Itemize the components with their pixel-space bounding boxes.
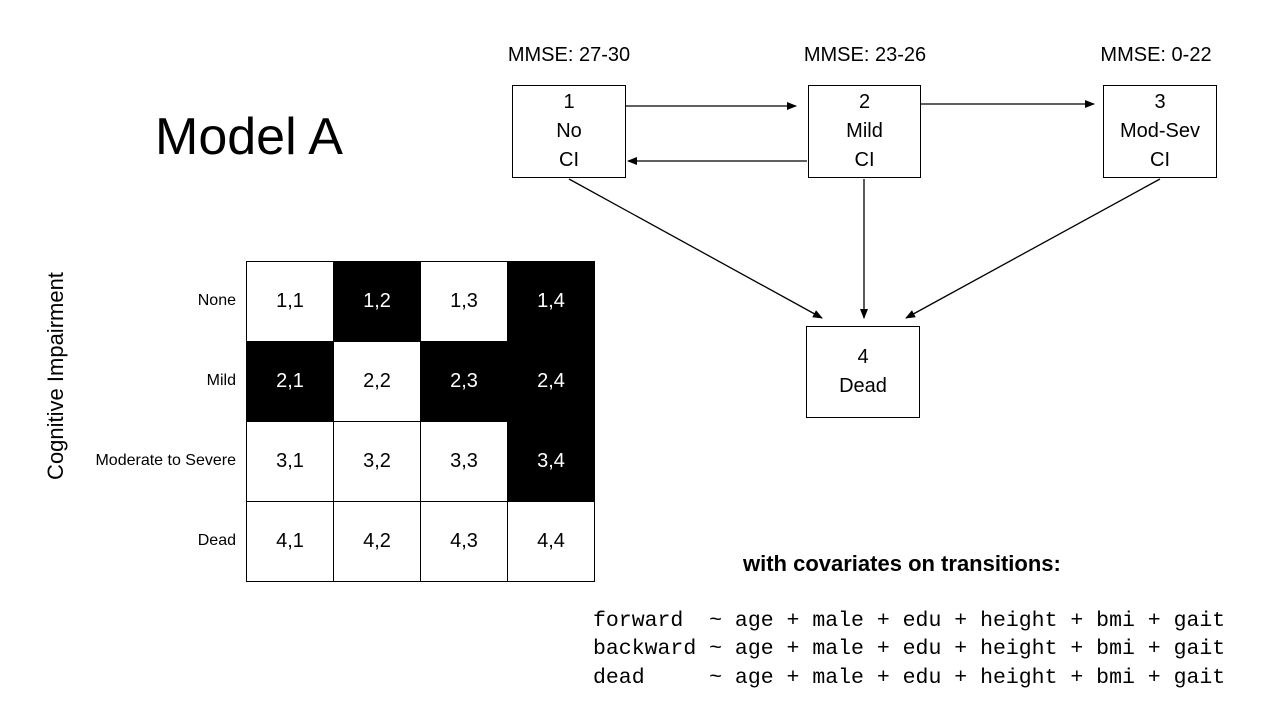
matrix-cell-1-2: 1,2	[333, 261, 421, 342]
formula-forward: forward ~ age + male + edu + height + bm…	[593, 609, 1226, 633]
matrix-cell-1-1: 1,1	[246, 261, 334, 342]
state-name: Dead	[839, 375, 887, 397]
state-name: Mild	[846, 120, 883, 142]
matrix-cell-4-1: 4,1	[246, 501, 334, 582]
matrix-cell-3-4: 3,4	[507, 421, 595, 502]
mmse-label-state-1: MMSE: 27-30	[507, 44, 631, 66]
state-number: 4	[857, 346, 869, 368]
row-label: Mild	[206, 372, 236, 389]
matrix-cell-2-1: 2,1	[246, 341, 334, 422]
matrix-cell-2-2: 2,2	[333, 341, 421, 422]
matrix-cell-1-3: 1,3	[420, 261, 508, 342]
arrow-3-to-4	[905, 178, 1161, 319]
matrix-cell-4-2: 4,2	[333, 501, 421, 582]
state-name: No	[556, 120, 582, 142]
model-title: Model A	[155, 108, 343, 166]
state-name: CI	[1150, 149, 1170, 171]
formula-backward: backward ~ age + male + edu + height + b…	[593, 637, 1226, 661]
matrix-cell-4-3: 4,3	[420, 501, 508, 582]
state-name: CI	[854, 149, 875, 171]
matrix-cell-1-4: 1,4	[507, 261, 595, 342]
matrix-cell-3-1: 3,1	[246, 421, 334, 502]
matrix-cell-2-4: 2,4	[507, 341, 595, 422]
state-box-mild-ci: 2 Mild CI	[808, 85, 921, 178]
state-name: CI	[559, 149, 579, 171]
matrix-cell-2-3: 2,3	[420, 341, 508, 422]
matrix-cell-3-2: 3,2	[333, 421, 421, 502]
state-box-mod-sev-ci: 3 Mod-Sev CI	[1103, 85, 1217, 178]
formula-dead: dead ~ age + male + edu + height + bmi +…	[593, 666, 1226, 690]
mmse-label-state-3: MMSE: 0-22	[1100, 44, 1212, 66]
arrow-1-to-4	[568, 178, 823, 319]
state-number: 3	[1154, 91, 1166, 113]
state-number: 1	[563, 91, 575, 113]
covariates-heading: with covariates on transitions:	[743, 551, 1061, 576]
state-box-dead: 4 Dead	[806, 326, 920, 418]
matrix-cell-3-3: 3,3	[420, 421, 508, 502]
matrix-cell-4-4: 4,4	[507, 501, 595, 582]
mmse-label-state-2: MMSE: 23-26	[803, 44, 927, 66]
row-label: None	[197, 292, 236, 309]
state-name: Mod-Sev	[1119, 120, 1201, 142]
state-box-no-ci: 1 No CI	[512, 85, 626, 178]
row-label: Dead	[197, 532, 236, 549]
state-number: 2	[858, 91, 871, 113]
row-label: Moderate to Severe	[95, 452, 236, 469]
